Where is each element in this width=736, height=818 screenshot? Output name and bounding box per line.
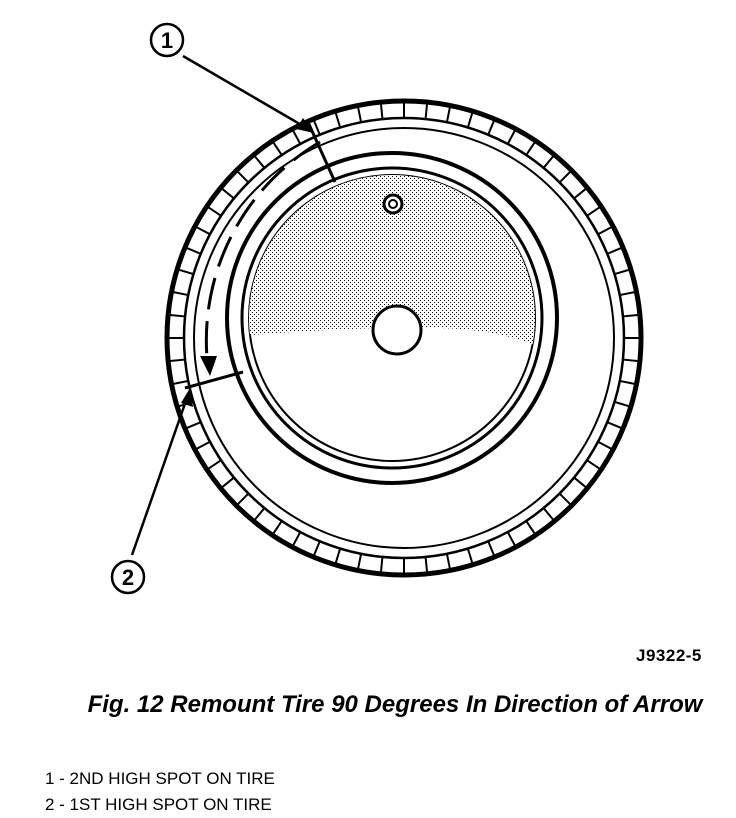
sidewall-line bbox=[193, 127, 615, 549]
tread-block-divider bbox=[186, 247, 202, 255]
leader-arrow-1 bbox=[296, 118, 314, 133]
tread-block-divider bbox=[506, 531, 516, 546]
tread-block-divider bbox=[186, 421, 202, 429]
tread-block-divider bbox=[542, 507, 554, 521]
callout-2: 2 bbox=[110, 559, 146, 595]
tread-block-divider bbox=[573, 188, 587, 200]
leader-line-2 bbox=[130, 394, 190, 556]
tread-block-divider bbox=[237, 171, 250, 184]
tread-block-divider bbox=[357, 107, 363, 123]
tire-diagram: 1 2 bbox=[110, 22, 644, 595]
tread-block-divider bbox=[424, 104, 429, 120]
tread-block-divider bbox=[466, 112, 474, 128]
tread-block-divider bbox=[586, 459, 600, 470]
tread-block-divider bbox=[313, 540, 321, 556]
tread-block-divider bbox=[487, 120, 495, 136]
tread-block-divider bbox=[622, 313, 638, 318]
tread-block-divider bbox=[614, 268, 630, 276]
legend-item-1: 1 - 2ND HIGH SPOT ON TIRE bbox=[45, 769, 275, 788]
callout-1: 1 bbox=[149, 22, 185, 58]
tread-block-divider bbox=[542, 155, 554, 169]
center-hub bbox=[371, 304, 423, 356]
tread-block-divider bbox=[573, 476, 587, 488]
tread-block-divider bbox=[208, 459, 222, 470]
tread-block-divider bbox=[208, 206, 222, 217]
tread-block-divider bbox=[622, 358, 638, 363]
tread-block-divider bbox=[614, 400, 630, 408]
leader-arrow-2 bbox=[181, 388, 193, 407]
tread-block-divider bbox=[254, 155, 266, 169]
tread-block-divider bbox=[525, 142, 536, 156]
tread-blocks bbox=[169, 103, 639, 573]
tread-block-divider bbox=[586, 206, 600, 217]
tread-block-divider bbox=[313, 120, 321, 136]
tread-block-divider bbox=[221, 476, 235, 488]
callout-1-number: 1 bbox=[161, 28, 173, 53]
wheel-shading bbox=[249, 175, 535, 360]
tread-block-divider bbox=[272, 142, 283, 156]
tread-block-divider bbox=[597, 440, 612, 450]
legend-item-2: 2 - 1ST HIGH SPOT ON TIRE bbox=[45, 795, 272, 814]
tread-block-divider bbox=[221, 188, 235, 200]
tread-block-divider bbox=[292, 531, 302, 546]
tread-block-divider bbox=[445, 553, 451, 569]
tread-block-divider bbox=[487, 540, 495, 556]
mark-1st-high-spot bbox=[184, 370, 244, 390]
tread-block-divider bbox=[334, 112, 342, 128]
valve-stem-center bbox=[388, 199, 398, 209]
tread-block-divider bbox=[597, 226, 612, 236]
tread-block-divider bbox=[170, 358, 186, 363]
tread-block-divider bbox=[237, 492, 250, 505]
tread-block-divider bbox=[173, 379, 189, 385]
figure-id: J9322-5 bbox=[636, 646, 702, 665]
tread-block-divider bbox=[606, 421, 622, 429]
tread-block-divider bbox=[466, 548, 474, 564]
tread-block-divider bbox=[424, 556, 429, 572]
legend: 1 - 2ND HIGH SPOT ON TIRE 2 - 1ST HIGH S… bbox=[45, 766, 645, 818]
tread-block-divider bbox=[334, 548, 342, 564]
tread-block-divider bbox=[379, 104, 384, 120]
rotation-arc bbox=[204, 140, 321, 369]
callout-2-number: 2 bbox=[122, 565, 134, 590]
tread-block-divider bbox=[292, 130, 302, 145]
tread-block-divider bbox=[619, 379, 635, 385]
tread-block-divider bbox=[606, 247, 622, 255]
tread-block-divider bbox=[525, 520, 536, 534]
figure-caption: Fig. 12 Remount Tire 90 Degrees In Direc… bbox=[87, 691, 703, 718]
rotation-arrowhead bbox=[200, 356, 217, 376]
tread-block-divider bbox=[170, 313, 186, 318]
tread-block-divider bbox=[196, 440, 211, 450]
tread-block-divider bbox=[272, 520, 283, 534]
tread-block-divider bbox=[379, 556, 384, 572]
tread-block-divider bbox=[619, 291, 635, 297]
tread-block-divider bbox=[196, 226, 211, 236]
tread-block-divider bbox=[445, 107, 451, 123]
tread-block-divider bbox=[357, 553, 363, 569]
tread-block-divider bbox=[173, 291, 189, 297]
tread-block-divider bbox=[558, 171, 571, 184]
tread-block-divider bbox=[254, 507, 266, 521]
tread-block-divider bbox=[178, 268, 194, 276]
tread-block-divider bbox=[506, 130, 516, 145]
leader-line-1 bbox=[182, 54, 311, 132]
tread-block-divider bbox=[558, 492, 571, 505]
